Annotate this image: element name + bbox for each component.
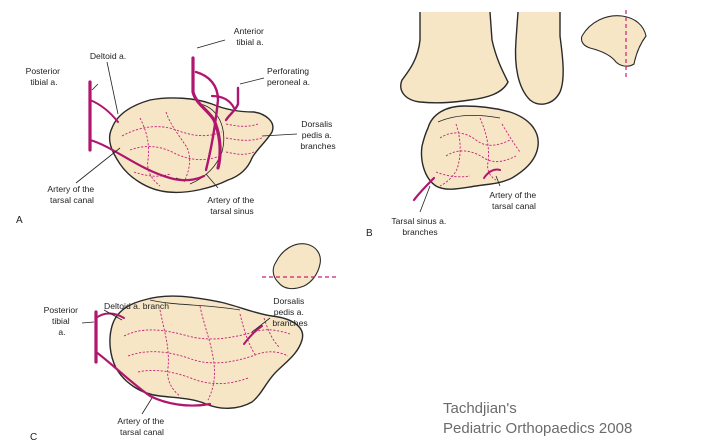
panel-a-label-deltoid: Deltoid a. [90,51,126,61]
citation-source-title: Tachdjian's [443,399,703,419]
panel-a-letter: A [16,215,23,226]
panel-c-label-posterior-tibial: Posterior tibial a. [44,305,81,337]
panel-a: Anterior tibial a. Deltoid a. Posterior … [16,26,336,226]
panel-a-label-tarsal-sinus: Artery of the tarsal sinus [207,195,256,216]
panel-a-label-tarsal-canal: Artery of the tarsal canal [47,184,96,205]
panel-c-letter: C [30,432,37,443]
panel-a-talus-bone [110,98,273,192]
panel-b-fibula-bone [516,12,564,104]
panel-b-tarsal-sinus-branches [414,178,434,200]
panel-c-label-deltoid-branch: Deltoid a. branch [104,301,169,311]
citation-book-title: Pediatric Orthopaedics 2008 [443,419,703,439]
panel-b-label-tarsal-canal: Artery of the tarsal canal [489,190,538,211]
panel-b-inset-section [581,16,646,66]
panel-c-inset-section [273,244,320,289]
panel-a-label-dorsalis-pedis: Dorsalis pedis a. branches [300,119,335,151]
panel-a-label-anterior-tibial: Anterior tibial a. [234,26,266,47]
panel-c-label-tarsal-canal: Artery of the tarsal canal [117,416,166,437]
panel-a-label-perforating-peroneal: Perforating peroneal a. [267,66,311,87]
panel-b: Artery of the tarsal canal Tarsal sinus … [366,10,646,239]
panel-b-tibia-bone [401,12,508,103]
panel-c: Posterior tibial a. Deltoid a. branch Do… [30,244,338,443]
panel-b-letter: B [366,228,373,239]
panel-b-label-tarsal-sinus: Tarsal sinus a. branches [391,216,448,237]
citation: Tachdjian's Pediatric Orthopaedics 2008 [443,399,703,439]
panel-c-label-dorsalis-pedis: Dorsalis pedis a. branches [272,296,307,328]
panel-a-label-posterior-tibial: Posterior tibial a. [26,66,63,87]
panel-a-deltoid-artery [90,100,118,122]
